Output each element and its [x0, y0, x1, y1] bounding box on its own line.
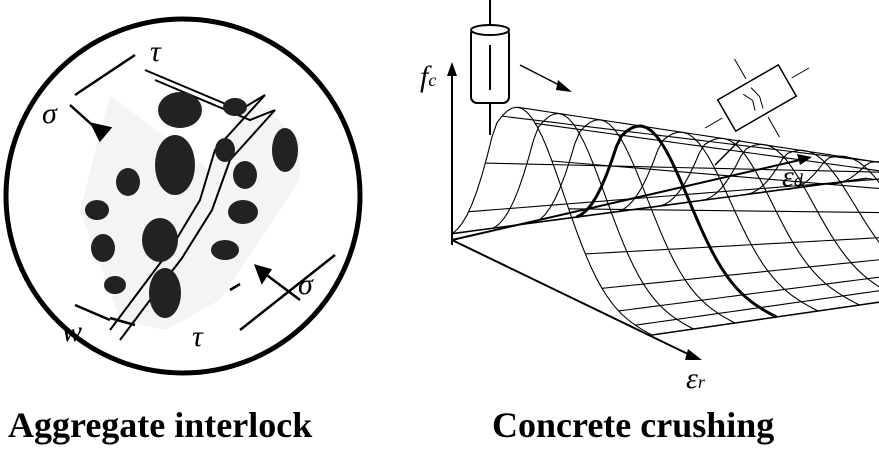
fc-sub: c [428, 70, 437, 90]
ed-main: ε [782, 160, 794, 193]
mesh-line-v [659, 137, 860, 306]
mesh-line-v [534, 119, 736, 324]
fc-main: f [420, 60, 429, 93]
ed-axis-arrow [797, 154, 812, 165]
highlight-meridian [575, 124, 778, 319]
mesh-line-v [700, 143, 879, 288]
fc-axis-arrow [447, 62, 457, 76]
caption-aggregate-interlock: Aggregate interlock [8, 405, 313, 445]
cylinder-specimen-icon [470, 0, 572, 135]
biaxial-element-icon [704, 58, 810, 138]
er-axis-arrow [685, 349, 702, 360]
mesh-line-v [866, 177, 879, 180]
mesh-line-v [783, 155, 879, 191]
failure-surface-mesh [451, 106, 879, 336]
magnifier-circle [3, 16, 363, 376]
er-label: εr [686, 362, 705, 396]
mesh-line-v [493, 112, 694, 330]
sigma-label: σ [42, 97, 57, 130]
mesh-line-v [451, 106, 653, 336]
sigma-label-2: σ [298, 268, 313, 301]
er-axis [451, 239, 691, 356]
mesh-line-v [825, 161, 879, 185]
aggregates [85, 92, 298, 318]
er-main: ε [686, 362, 698, 395]
ed-axis [451, 159, 801, 241]
ed-sub: d [793, 170, 803, 190]
stress-arrows [69, 53, 336, 331]
er-sub: r [697, 372, 705, 392]
caption-concrete-crushing: Concrete crushing [492, 405, 775, 445]
ed-label: εd [782, 160, 803, 194]
mesh-line-u [601, 259, 879, 289]
mesh-line-u [501, 115, 879, 163]
mesh-line-u [585, 237, 879, 255]
crack-width-label: w [62, 315, 83, 348]
tau-label: τ [150, 35, 161, 68]
concrete-block [80, 95, 300, 330]
concrete-crushing-figure [447, 0, 879, 360]
aggregate-interlock-figure [3, 16, 363, 376]
fc-label: fc [420, 60, 436, 94]
mesh-line-u [651, 301, 879, 336]
mesh-line-v [742, 149, 879, 244]
tau-label-2: τ [192, 320, 203, 353]
mesh-line-u [535, 122, 879, 172]
mesh-line-v [617, 131, 819, 312]
pointer-arrow [714, 139, 741, 166]
